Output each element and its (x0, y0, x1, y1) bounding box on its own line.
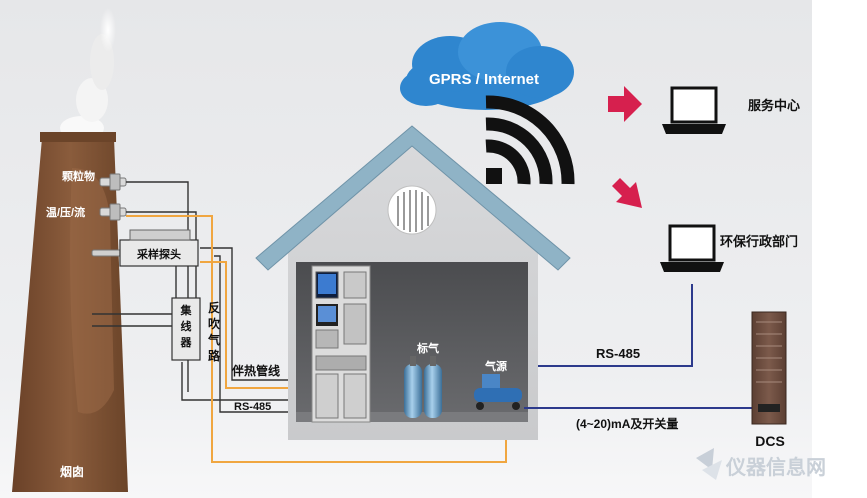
concentrator-box (171, 297, 201, 361)
dcs-label: DCS (755, 433, 785, 449)
dcs-cabinet (751, 311, 787, 425)
laptop-service-center-icon (662, 86, 726, 134)
chimney (12, 132, 128, 492)
arrow-to-service-center-icon (608, 86, 642, 122)
cloud-label: GPRS / Internet (429, 71, 539, 88)
watermark-text: 仪器信息网 (725, 455, 826, 479)
gas-source-label: 气源 (484, 359, 507, 373)
backflush-char-4: 路 (208, 348, 221, 363)
temp-pressure-flow-label: 温/压/流 (46, 205, 85, 219)
service-center-label: 服务中心 (748, 98, 800, 113)
particulate-label: 颗粒物 (62, 169, 95, 183)
rs485-left-label: RS-485 (234, 401, 271, 413)
cloud-icon (400, 22, 574, 110)
analog-switch-label: (4~20)mA及开关量 (576, 416, 678, 431)
standard-gas-label: 标气 (416, 341, 439, 355)
chimney-label: 烟囱 (60, 464, 84, 479)
rs485-right-label: RS-485 (596, 346, 640, 361)
wifi-signal-icon (485, 95, 575, 185)
backflush-char-1: 反 (208, 300, 220, 315)
particulate-sensor (99, 173, 127, 191)
sampling-probe-label: 采样探头 (136, 247, 181, 261)
concentrator-char-1: 集 (180, 303, 193, 317)
heat-trace-line-label: 伴热管线 (231, 363, 280, 378)
watermark-logo-icon (696, 448, 722, 480)
roof-vent (387, 185, 437, 235)
concentrator-char-2: 线 (181, 319, 192, 333)
arrow-to-environment-dept-icon (610, 178, 642, 208)
concentrator-char-3: 器 (180, 336, 193, 349)
analyzer-cabinet (311, 265, 371, 423)
environment-dept-label: 环保行政部门 (720, 234, 798, 249)
heat-trace-lines (126, 215, 507, 463)
air-compressor (474, 374, 522, 410)
standard-gas-cylinders (404, 356, 442, 418)
laptop-environment-dept-icon (660, 224, 724, 272)
sampling-probe-box (119, 229, 199, 267)
backflush-char-3: 气 (207, 332, 220, 347)
backflush-char-2: 吹 (208, 316, 221, 331)
right-links (524, 284, 760, 409)
